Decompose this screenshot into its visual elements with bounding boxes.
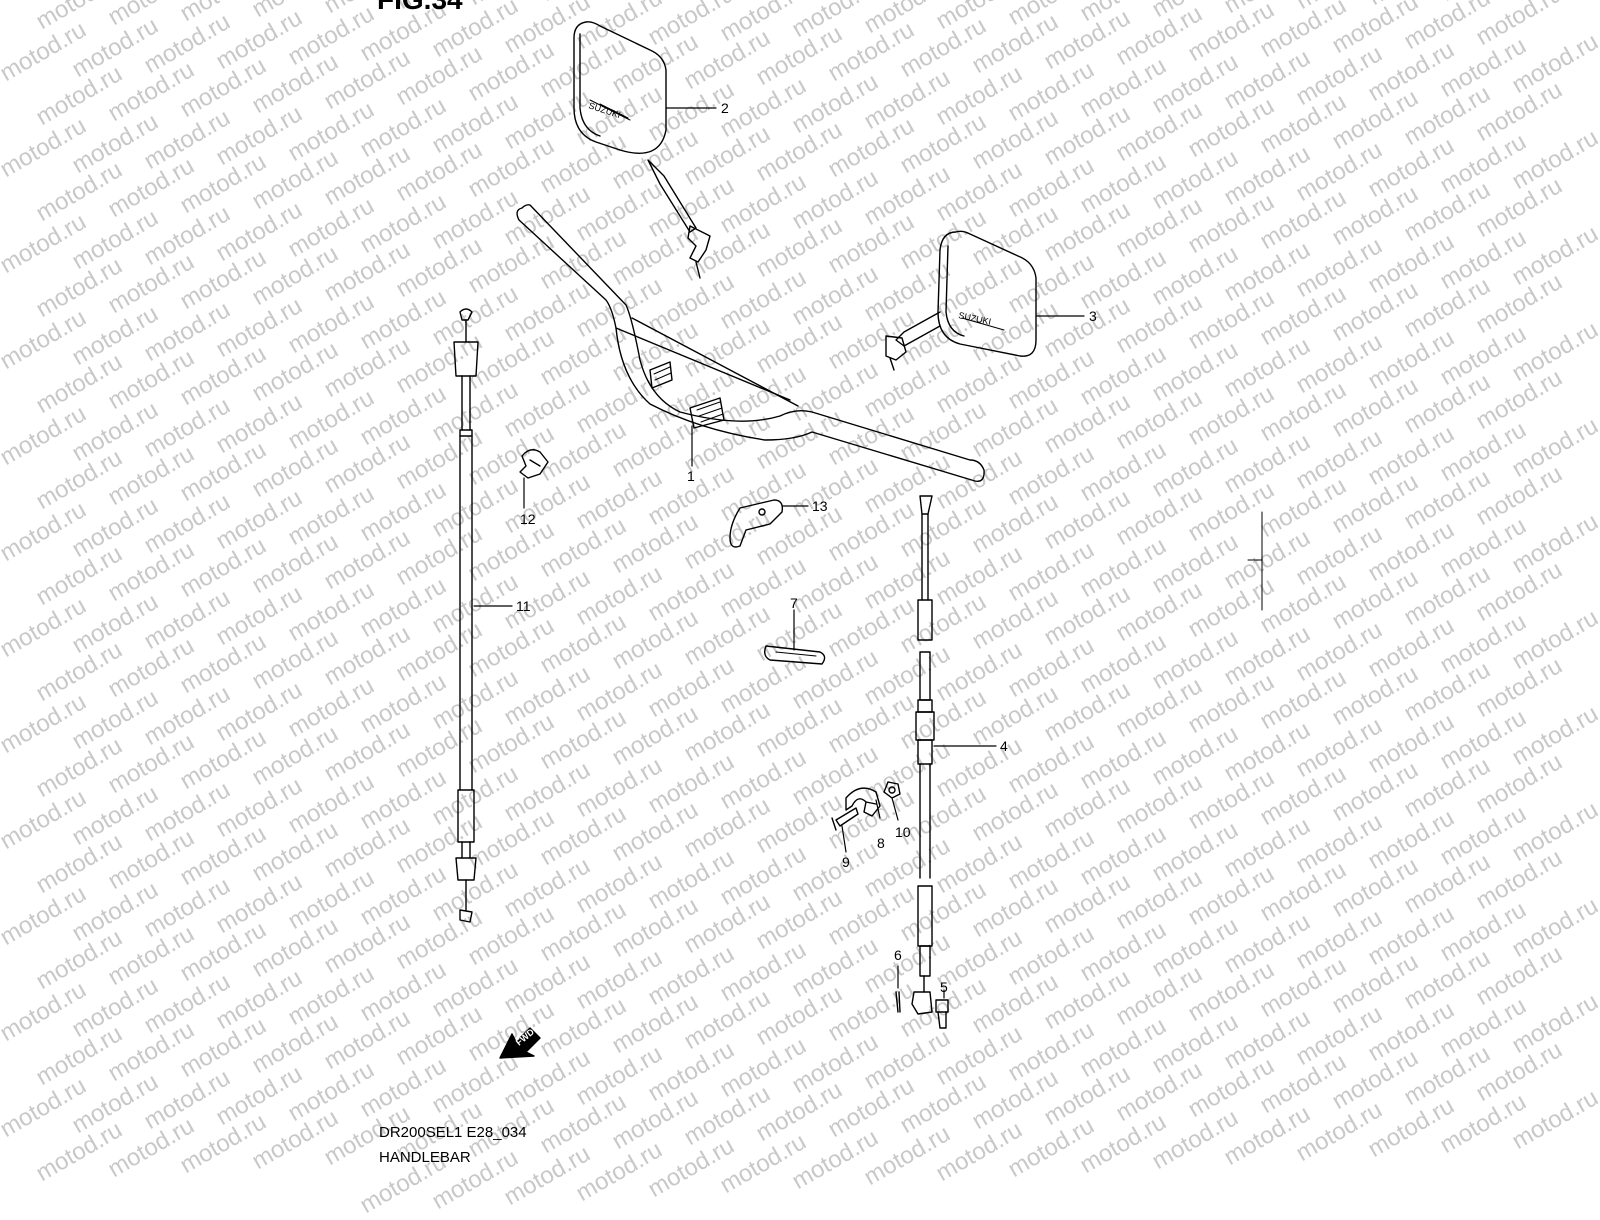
- diagram-name: HANDLEBAR: [379, 1149, 471, 1166]
- handlebar-drawing: [516, 204, 985, 482]
- cable-end-bolt-drawing: [935, 999, 949, 1029]
- callout-12: 12: [520, 511, 536, 527]
- clutch-cable-drawing: [911, 495, 935, 1015]
- right-mirror-drawing: [885, 230, 1037, 371]
- clamp-bolt-drawing: [831, 807, 859, 831]
- cable-holder-drawing: [729, 499, 784, 548]
- callout-5: 5: [940, 979, 948, 995]
- callout-9: 9: [842, 854, 850, 870]
- left-mirror-brand: SUZUKI: [587, 100, 621, 120]
- cable-clamp-drawing: [845, 787, 881, 817]
- cable-clip-drawing: [519, 449, 549, 479]
- model-code: DR200SEL1 E28_034: [379, 1124, 527, 1141]
- left-mirror-drawing: [573, 21, 711, 279]
- callout-1: 1: [687, 468, 695, 484]
- callout-10: 10: [895, 824, 911, 840]
- callout-11: 11: [516, 598, 531, 614]
- fwd-arrow: FWD: [499, 1026, 541, 1059]
- callout-6: 6: [894, 947, 902, 963]
- throttle-cable-drawing: [453, 308, 479, 923]
- right-mirror-brand: SUZUKI: [958, 310, 992, 327]
- leader-lines: [473, 107, 1085, 999]
- clamp-nut-drawing: [883, 781, 901, 799]
- callout-13: 13: [812, 498, 828, 514]
- callout-7: 7: [790, 595, 798, 611]
- figure-title: FIG.34: [377, 0, 463, 16]
- cable-guide-drawing: [763, 645, 826, 665]
- callout-8: 8: [877, 835, 885, 851]
- callout-2: 2: [721, 100, 729, 116]
- callout-4: 4: [1000, 738, 1008, 754]
- cotter-pin-drawing: [895, 991, 901, 1013]
- callout-3: 3: [1089, 308, 1097, 324]
